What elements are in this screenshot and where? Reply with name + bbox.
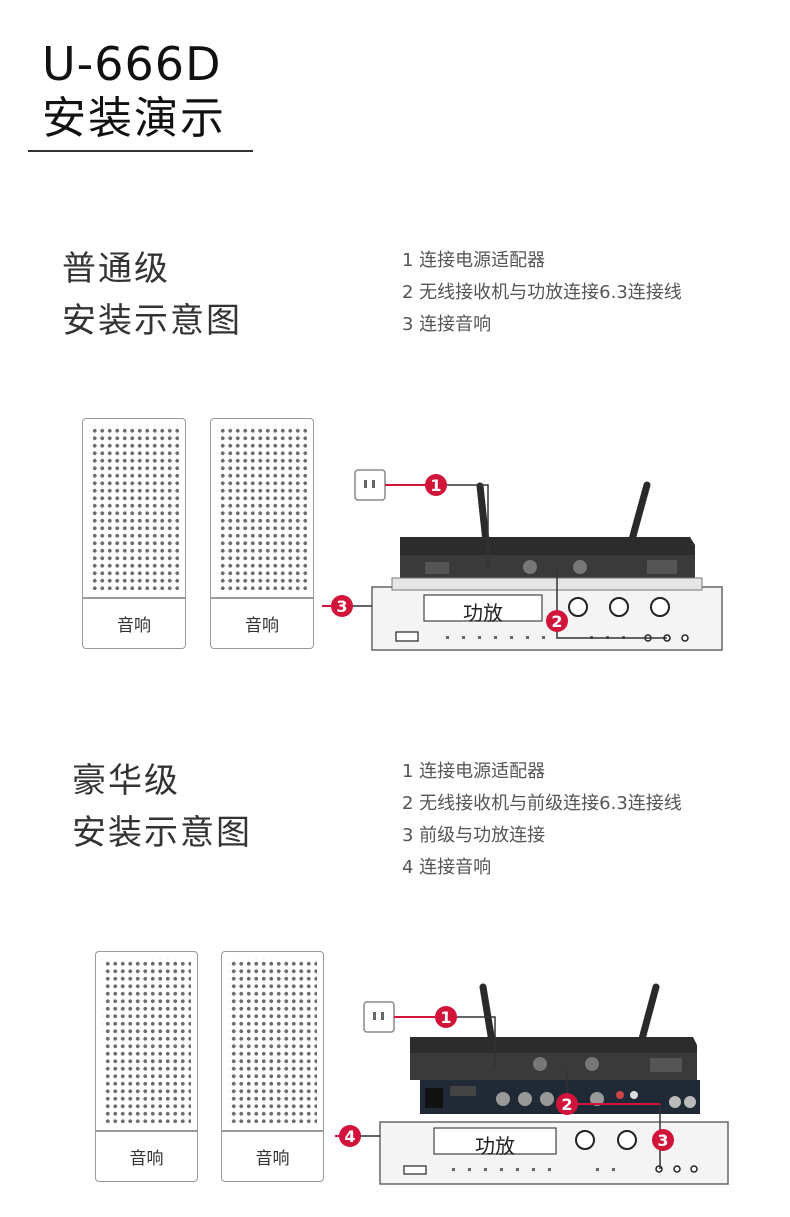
basic-title-line1: 普通级	[62, 249, 170, 289]
speaker-right: 音响	[221, 951, 324, 1182]
marker-1-text: 1	[440, 1008, 451, 1027]
deluxe-step-2: 2 无线接收机与前级连接6.3连接线	[402, 793, 682, 814]
marker-4-text: 4	[344, 1127, 355, 1146]
amplifier-label: 功放	[463, 601, 503, 625]
speaker-grille	[228, 958, 317, 1123]
deluxe-step-4: 4 连接音响	[402, 857, 492, 878]
model-title: U-666D	[42, 37, 222, 91]
marker-2: 2	[556, 1093, 578, 1115]
title-underline	[28, 150, 253, 152]
speaker-grille	[89, 425, 179, 590]
amplifier	[371, 577, 723, 651]
marker-1: 1	[435, 1006, 457, 1028]
speaker-right: 音响	[210, 418, 314, 649]
page-subtitle: 安装演示	[42, 93, 226, 144]
deluxe-title-line2: 安装示意图	[72, 813, 252, 853]
speaker-label: 音响	[245, 616, 279, 636]
speaker-label: 音响	[117, 616, 151, 636]
speaker-grille	[102, 958, 191, 1123]
basic-step-1: 1 连接电源适配器	[402, 250, 546, 271]
basic-step-3: 3 连接音响	[402, 314, 492, 335]
amplifier-label: 功放	[475, 1134, 515, 1158]
marker-4: 4	[339, 1125, 361, 1147]
marker-3: 3	[652, 1129, 674, 1151]
basic-step-2: 2 无线接收机与功放连接6.3连接线	[402, 282, 682, 303]
marker-1-text: 1	[430, 476, 441, 495]
marker-2-text: 2	[561, 1095, 572, 1114]
marker-2: 2	[546, 610, 568, 632]
deluxe-markers: 1 2 3 4	[339, 1006, 674, 1151]
basic-title-line2: 安装示意图	[62, 301, 242, 341]
deluxe-title-line1: 豪华级	[72, 761, 180, 801]
speaker-left: 音响	[82, 418, 186, 649]
speaker-grille	[217, 425, 307, 590]
marker-1: 1	[425, 474, 447, 496]
marker-3: 3	[331, 595, 353, 617]
deluxe-step-3: 3 前级与功放连接	[402, 825, 546, 846]
basic-markers: 1 2 3	[331, 474, 568, 632]
deluxe-steps: 1 连接电源适配器 2 无线接收机与前级连接6.3连接线 3 前级与功放连接 4…	[402, 756, 682, 884]
marker-2-text: 2	[551, 612, 562, 631]
marker-3-text: 3	[336, 597, 347, 616]
speaker-label: 音响	[129, 1149, 164, 1169]
marker-3-text: 3	[657, 1131, 668, 1150]
speaker-label: 音响	[255, 1149, 290, 1169]
wireless-receiver	[410, 1037, 697, 1080]
speaker-left: 音响	[95, 951, 198, 1182]
basic-wiring-diagram	[322, 469, 723, 651]
basic-steps: 1 连接电源适配器 2 无线接收机与功放连接6.3连接线 3 连接音响	[402, 245, 682, 341]
deluxe-wiring-diagram	[335, 983, 729, 1185]
deluxe-step-1: 1 连接电源适配器	[402, 761, 546, 782]
